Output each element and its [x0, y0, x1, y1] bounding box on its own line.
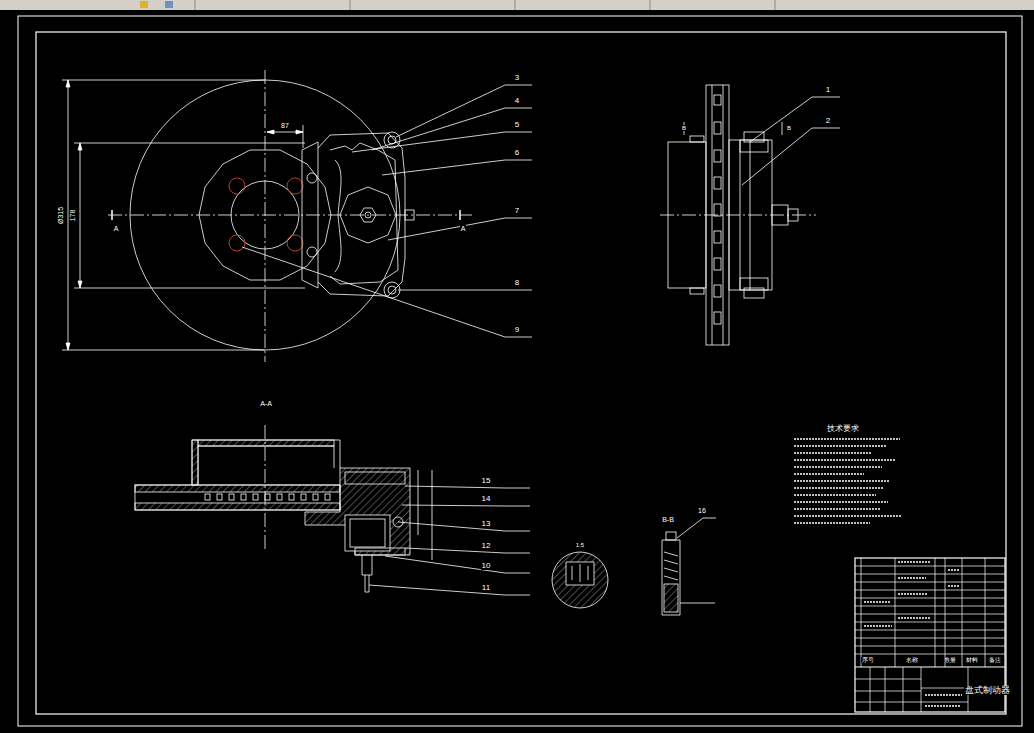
callout-number: 8: [514, 279, 520, 287]
view-mark: B: [681, 125, 687, 131]
title-block-text: 数量: [943, 657, 957, 663]
callout-number: 6: [514, 149, 520, 157]
dimension-value: 87: [280, 122, 290, 129]
view-mark: B-B: [661, 516, 675, 523]
callout-number: 5: [514, 121, 520, 129]
front-view: [62, 70, 532, 362]
callout-number: 14: [481, 495, 492, 503]
dimension-value: Ø315: [58, 205, 65, 224]
callout-number: 13: [481, 520, 492, 528]
callout-number: 1: [825, 86, 831, 94]
view-mark: 1:5: [575, 542, 585, 548]
title-block-text: 备注: [988, 657, 1002, 663]
requirements-heading: 技术要求: [826, 425, 860, 433]
requirement-lines: [794, 439, 902, 523]
dimension-value: 178: [70, 208, 77, 222]
title-block-fill: [864, 562, 962, 706]
callout-number: 10: [481, 562, 492, 570]
callout-number: 7: [514, 207, 520, 215]
inner-frame: [36, 32, 1006, 714]
title-block-text: 材料: [965, 657, 979, 663]
title-block-text: 名称: [905, 657, 919, 663]
callout-number: 2: [825, 117, 831, 125]
toolbar: [0, 0, 1034, 10]
title-block-text: 序号: [861, 657, 875, 663]
callout-number: 4: [514, 97, 520, 105]
callout-number: 11: [481, 584, 491, 592]
view-mark: B: [786, 125, 792, 131]
callout-number: 9: [514, 326, 520, 334]
view-mark: A: [113, 225, 120, 232]
callout-number: 15: [481, 477, 492, 485]
outer-frame: [18, 16, 1022, 726]
callout-number: 3: [514, 74, 520, 82]
detail-views: [552, 518, 716, 615]
callout-number: 12: [481, 542, 492, 550]
callout-number: 16: [697, 507, 707, 514]
view-mark: A-A: [259, 400, 273, 407]
side-view: [660, 85, 840, 345]
section-view: [135, 425, 530, 595]
view-mark: A: [460, 225, 467, 232]
title-block-text: 盘式制动器: [964, 686, 1011, 695]
